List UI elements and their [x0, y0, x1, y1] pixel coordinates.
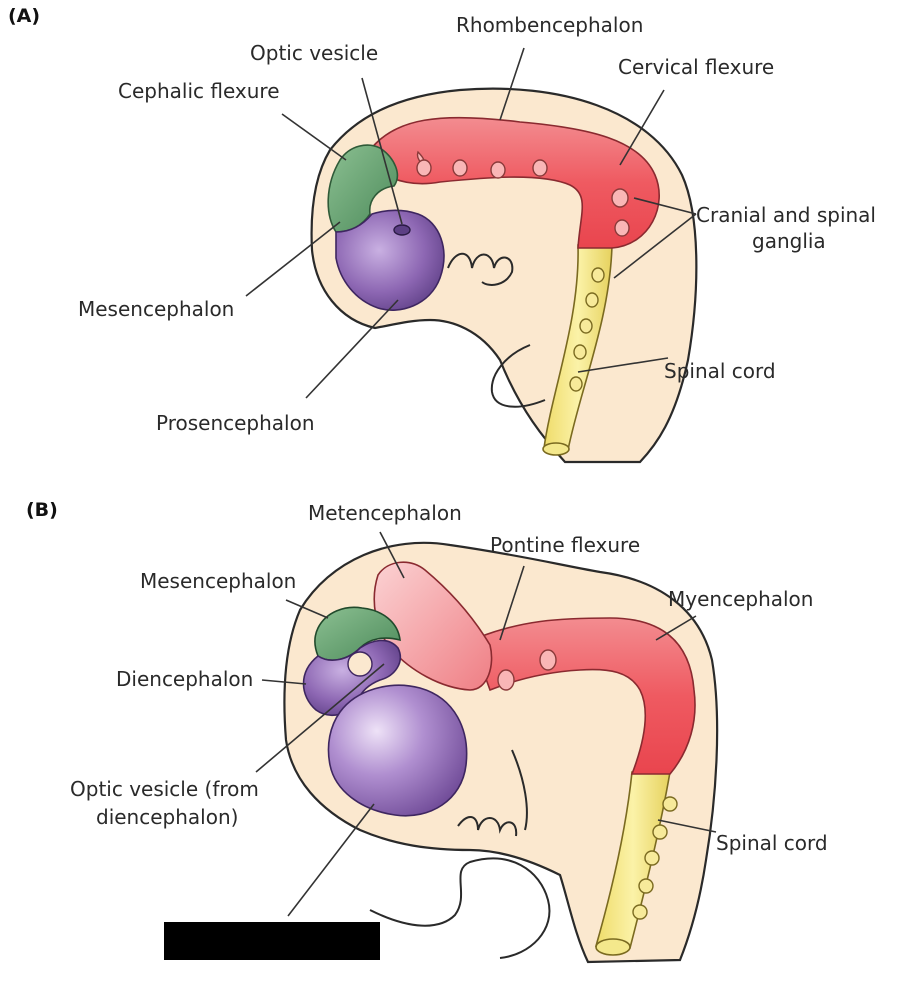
diencephalon	[302, 639, 402, 716]
ganglia-a	[416, 150, 630, 392]
label-cranial-spinal-ganglia-line2: ganglia	[752, 229, 826, 253]
leader-pontine-flexure	[499, 565, 525, 641]
prosencephalon-a	[335, 209, 445, 311]
spinal-cord-a-end	[542, 442, 570, 456]
myencephalon	[470, 617, 696, 775]
leader-mesencephalon-b	[285, 599, 329, 619]
embryo-b-arches	[457, 816, 518, 837]
label-pontine-flexure: Pontine flexure	[490, 533, 640, 557]
panel-a: (A)	[8, 5, 876, 464]
optic-vesicle-a	[393, 224, 411, 236]
label-cranial-spinal-ganglia-line1: Cranial and spinal	[696, 203, 876, 227]
label-optic-vesicle-b-line2: diencephalon)	[96, 805, 238, 829]
leader-metencephalon	[379, 531, 405, 579]
label-rhombencephalon: Rhombencephalon	[456, 13, 643, 37]
leader-ganglia-1	[633, 197, 697, 215]
leader-cephalic-flexure	[281, 113, 347, 161]
leader-mesencephalon-a	[245, 221, 341, 297]
label-cervical-flexure: Cervical flexure	[618, 55, 774, 79]
diencephalon-cavity	[347, 651, 373, 677]
embryo-a-belly	[490, 344, 546, 408]
label-optic-vesicle-b-line1: Optic vesicle (from	[70, 777, 259, 801]
mesencephalon-a	[327, 144, 399, 233]
leader-ganglia-2	[613, 213, 697, 279]
leader-optic-vesicle-a	[361, 77, 403, 225]
leader-myencephalon	[655, 615, 697, 641]
leader-rhombencephalon-a	[499, 47, 525, 121]
label-prosencephalon: Prosencephalon	[156, 411, 315, 435]
embryo-a-arches	[447, 252, 514, 286]
label-cephalic-flexure: Cephalic flexure	[118, 79, 280, 103]
label-myencephalon: Myencephalon	[668, 587, 813, 611]
rhombencephalon-a	[368, 116, 660, 249]
mesencephalon-b	[314, 606, 401, 661]
ganglia-b	[497, 649, 678, 920]
label-diencephalon: Diencephalon	[116, 667, 253, 691]
leader-prosencephalon	[305, 299, 399, 399]
label-spinal-cord-b: Spinal cord	[716, 831, 828, 855]
leader-spinal-cord-b	[657, 819, 717, 833]
label-metencephalon: Metencephalon	[308, 501, 462, 525]
leader-redacted	[287, 803, 375, 917]
panel-b: (B)	[26, 499, 828, 964]
label-optic-vesicle-a: Optic vesicle	[250, 41, 378, 65]
embryo-b-fold	[511, 749, 528, 831]
redacted-label-box	[164, 922, 380, 960]
leader-cervical-flexure	[619, 89, 665, 166]
panel-a-tag: (A)	[8, 5, 40, 27]
leader-optic-vesicle-b	[255, 663, 385, 773]
optic-vesicle-b	[327, 684, 468, 817]
embryo-b-lower-lobe	[369, 857, 551, 959]
panel-b-tag: (B)	[26, 499, 58, 521]
label-mesencephalon-a: Mesencephalon	[78, 297, 234, 321]
leader-diencephalon	[261, 679, 307, 685]
label-mesencephalon-b: Mesencephalon	[140, 569, 296, 593]
spinal-cord-b-end	[595, 938, 631, 956]
label-spinal-cord-a: Spinal cord	[664, 359, 776, 383]
leader-spinal-cord-a	[577, 357, 669, 373]
